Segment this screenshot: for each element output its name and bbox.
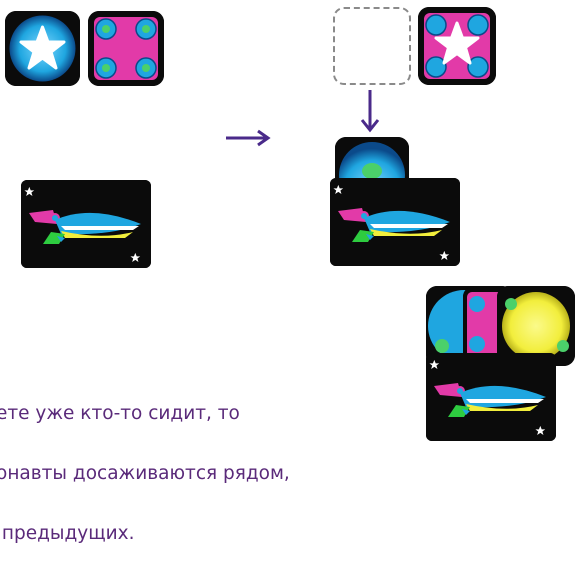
spaceship-icon	[426, 353, 556, 441]
astronaut-tile-cyan-star	[5, 11, 80, 86]
astronaut-tile-yellow-stacked	[497, 286, 575, 366]
spaceship-icon	[330, 178, 460, 266]
astronaut-tile-magenta	[88, 11, 164, 86]
spaceship-card-middle	[330, 178, 460, 266]
caption-line-3: предыдущих.	[0, 523, 135, 544]
empty-seat-placeholder	[333, 7, 411, 85]
caption-line-1: ете уже кто-то сидит, то	[0, 403, 240, 424]
star-icon	[5, 11, 80, 86]
arrow-down-icon	[360, 90, 380, 133]
rules-caption: ете уже кто-то сидит, то онавты досажива…	[0, 364, 416, 564]
astronaut-tile-magenta-star	[418, 7, 496, 85]
caption-line-2: онавты досаживаются рядом,	[0, 463, 290, 484]
arrow-right-icon	[226, 129, 271, 147]
spaceship-card-bottom	[426, 353, 556, 441]
spaceship-icon	[21, 180, 151, 268]
spaceship-card-left	[21, 180, 151, 268]
